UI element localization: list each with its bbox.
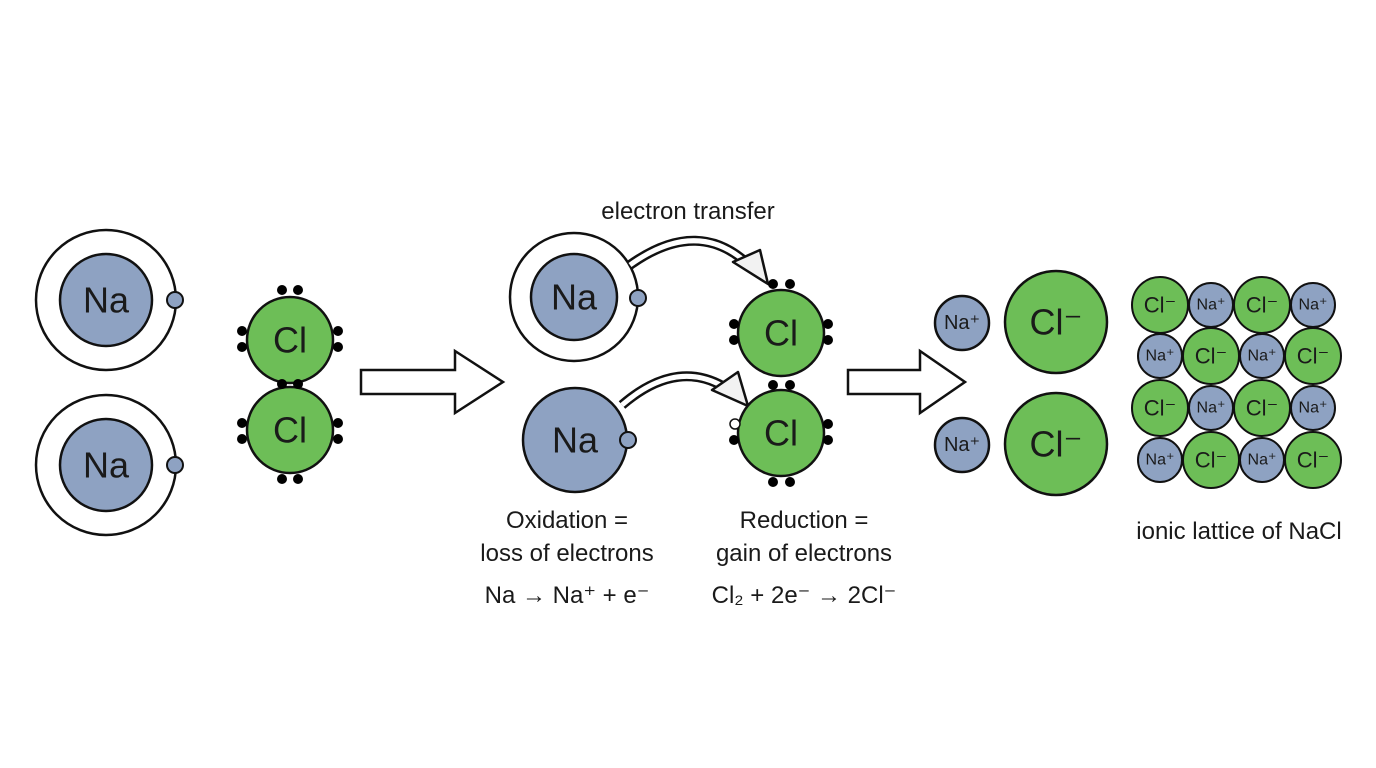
chloride-ion-2: Cl⁻	[1003, 391, 1109, 497]
lattice-chloride-ion: Cl⁻	[1131, 276, 1189, 334]
chlorine-core	[245, 295, 335, 385]
sodium-core	[58, 252, 154, 348]
chloride-ion-symbol: Cl⁻	[1297, 344, 1329, 369]
lattice-chloride-ion: Cl⁻	[1284, 431, 1342, 489]
chloride-ion-symbol: Cl⁻	[1030, 302, 1083, 343]
sodium-atom-2: Na	[34, 393, 184, 537]
transfer-chlorine-electron-dots	[729, 279, 833, 487]
lattice-sodium-ion: Na⁺	[1290, 385, 1336, 431]
sodium-ion-symbol: Na⁺	[1146, 348, 1175, 365]
chlorine-atom-2: Cl	[245, 385, 335, 475]
reduction-definition: gain of electrons	[716, 540, 892, 567]
chloride-ion-symbol: Cl⁻	[1030, 424, 1083, 465]
sodium-symbol: Na	[551, 277, 598, 318]
chloride-ion-symbol: Cl⁻	[1297, 448, 1329, 473]
transfer-sodium-atom-bottom: Na	[521, 386, 637, 494]
chloride-ion-symbol: Cl⁻	[1195, 344, 1227, 369]
sodium-ion-symbol: Na⁺	[1146, 452, 1175, 469]
chlorine-symbol: Cl	[764, 413, 798, 454]
oxidation-definition: loss of electrons	[480, 540, 653, 567]
electron-transfer-arrow-bottom	[618, 370, 750, 409]
oxidation-caption: Oxidation = loss of electrons Na → Na⁺ +…	[480, 507, 653, 609]
lattice-chloride-ion: Cl⁻	[1233, 276, 1291, 334]
sodium-ion-symbol: Na⁺	[1299, 297, 1328, 314]
lattice-sodium-ion: Na⁺	[1137, 437, 1183, 483]
sodium-core	[529, 252, 619, 342]
chlorine-symbol: Cl	[273, 320, 307, 361]
chlorine-symbol: Cl	[764, 313, 798, 354]
lattice-chloride-ion: Cl⁻	[1182, 431, 1240, 489]
sodium-ion-symbol: Na⁺	[1299, 400, 1328, 417]
chlorine-symbol: Cl	[273, 410, 307, 451]
oxidation-equation: Na → Na⁺ + e⁻	[485, 582, 650, 609]
sodium-atom-1: Na	[34, 228, 184, 372]
reduction-caption: Reduction = gain of electrons Cl₂ + 2e⁻ …	[712, 507, 897, 609]
transfer-chlorine-atom-bottom: Cl	[736, 388, 826, 478]
chloride-ion-symbol: Cl⁻	[1246, 396, 1278, 421]
sodium-ion-symbol: Na⁺	[944, 312, 980, 334]
reactant-sodium-atoms: Na Na	[34, 228, 184, 537]
product-ions: Na⁺ Cl⁻ Na⁺ Cl⁻	[933, 269, 1109, 497]
lattice-sodium-ion: Na⁺	[1239, 333, 1285, 379]
transfer-sodium-atom-top: Na	[508, 231, 647, 363]
oxidation-title: Oxidation =	[506, 507, 628, 534]
lattice-sodium-ion: Na⁺	[1290, 282, 1336, 328]
lattice-chloride-ion: Cl⁻	[1182, 327, 1240, 385]
chlorine-core	[736, 388, 826, 478]
sodium-ion-symbol: Na⁺	[1248, 452, 1277, 469]
ionic-lattice: Cl⁻ Na⁺ Cl⁻ Na⁺ Na⁺ Cl⁻ Na⁺ Cl⁻ Cl⁻ Na⁺ Cl⁻ Na⁺ Na⁺ C…	[1131, 276, 1342, 489]
reduction-equation: Cl₂ + 2e⁻ → 2Cl⁻	[712, 582, 897, 609]
sodium-symbol: Na	[552, 420, 599, 461]
lattice-sodium-ion: Na⁺	[1137, 333, 1183, 379]
valence-electron	[629, 289, 647, 307]
lattice-sodium-ion: Na⁺	[1188, 282, 1234, 328]
chloride-ion-symbol: Cl⁻	[1144, 396, 1176, 421]
reactant-chlorine-molecule: Cl Cl	[237, 285, 343, 484]
chlorine-core	[736, 288, 826, 378]
sodium-core	[58, 417, 154, 513]
valence-electron	[166, 456, 184, 474]
incoming-electron	[729, 418, 741, 430]
lattice-chloride-ion: Cl⁻	[1131, 379, 1189, 437]
chloride-ion-1: Cl⁻	[1003, 269, 1109, 375]
lattice-sodium-ion: Na⁺	[1239, 437, 1285, 483]
reduction-title: Reduction =	[740, 507, 869, 534]
sodium-ion-symbol: Na⁺	[1197, 297, 1226, 314]
chlorine-electron-dots	[237, 285, 343, 484]
chlorine-atom-1: Cl	[245, 295, 335, 385]
sodium-ion-symbol: Na⁺	[1248, 348, 1277, 365]
reaction-arrow-1	[359, 348, 506, 416]
sodium-ion-1: Na⁺	[933, 294, 991, 352]
sodium-ion-2: Na⁺	[933, 416, 991, 474]
sodium-ion-symbol: Na⁺	[944, 434, 980, 456]
reaction-arrow-2	[846, 348, 968, 416]
electron-transfer-label: electron transfer	[601, 198, 774, 225]
valence-electron	[166, 291, 184, 309]
chloride-ion-symbol: Cl⁻	[1144, 293, 1176, 318]
chloride-ion-symbol: Cl⁻	[1246, 293, 1278, 318]
transfer-chlorine-atom-top: Cl	[736, 288, 826, 378]
electron-transfer-arrow-top	[627, 235, 770, 286]
sodium-ion-symbol: Na⁺	[1197, 400, 1226, 417]
lattice-sodium-ion: Na⁺	[1188, 385, 1234, 431]
lattice-caption: ionic lattice of NaCl	[1136, 518, 1341, 545]
chloride-ion-symbol: Cl⁻	[1195, 448, 1227, 473]
valence-electron	[619, 431, 637, 449]
lattice-chloride-ion: Cl⁻	[1233, 379, 1291, 437]
lattice-chloride-ion: Cl⁻	[1284, 327, 1342, 385]
sodium-symbol: Na	[83, 280, 130, 321]
sodium-symbol: Na	[83, 445, 130, 486]
chlorine-core	[245, 385, 335, 475]
